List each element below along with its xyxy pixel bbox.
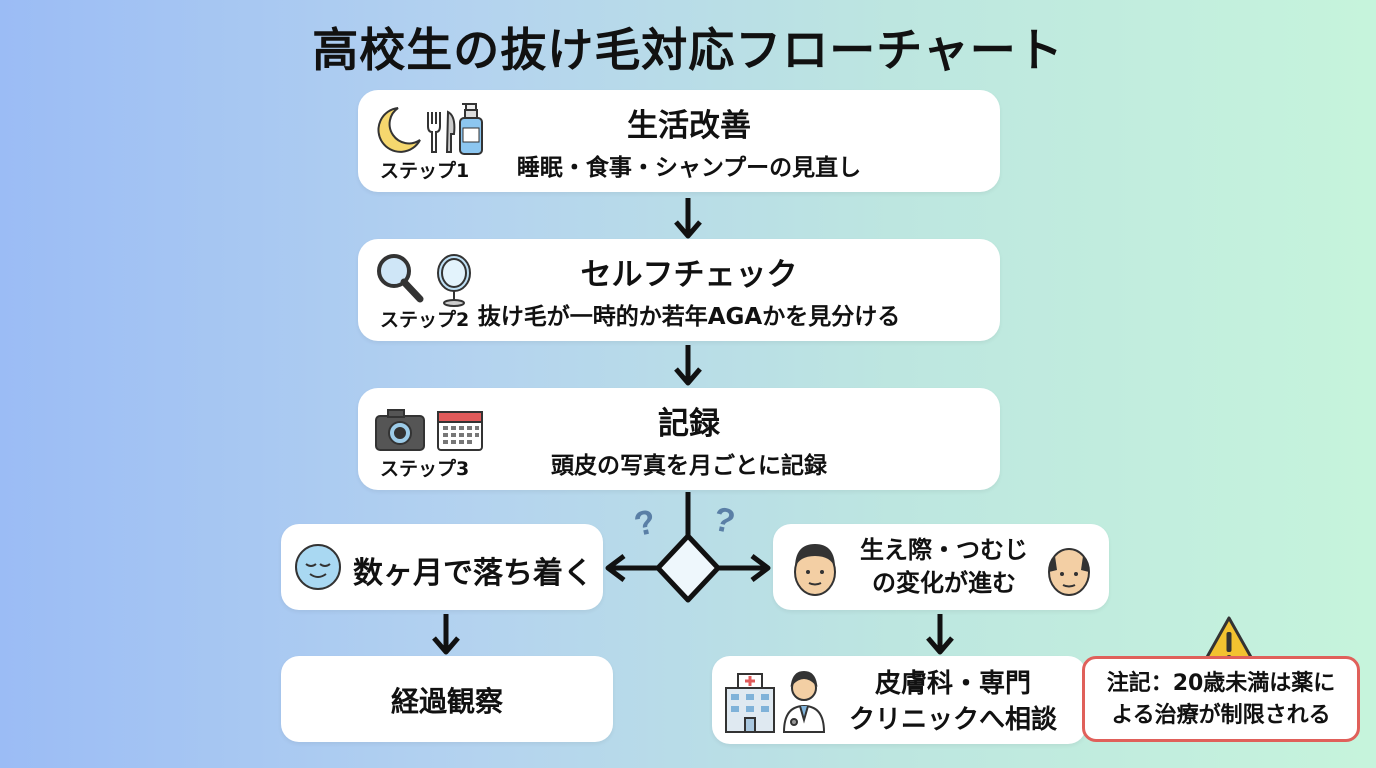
note-box: 注記：20歳未満は薬に よる治療が制限される	[1082, 656, 1360, 742]
man-face-icon	[794, 544, 836, 596]
step-3-subtitle: 頭皮の写真を月ごとに記録	[551, 453, 827, 479]
branch-left-title: 数ヶ月で落ち着く	[353, 556, 593, 591]
branch-right-title: 生え際・つむじ の変化が進む	[849, 534, 1039, 600]
shampoo-bottle-icon	[459, 103, 483, 155]
step-2-box: ステップ2 セルフチェック 抜け毛が一時的か若年AGAかを見分ける	[358, 239, 1000, 341]
result-left-title: 経過観察	[390, 685, 503, 718]
step-3-icons	[375, 409, 483, 451]
arrow-down-right	[926, 614, 954, 655]
result-left-box: 経過観察	[281, 656, 613, 742]
result-right-box: 皮膚科・専門 クリニックへ相談	[712, 656, 1086, 744]
result-right-title: 皮膚科・専門 クリニックへ相談	[828, 666, 1078, 738]
calm-face-icon	[295, 544, 341, 590]
result-right-icons	[725, 670, 826, 733]
arrow-down-1	[674, 198, 702, 239]
branch-right-title-line2: の変化が進む	[872, 569, 1016, 597]
result-right-line1: 皮膚科・専門	[874, 669, 1031, 699]
step-3-tag: ステップ3	[380, 458, 470, 480]
step-3-box: ステップ3 記録 頭皮の写真を月ごとに記録	[358, 388, 1000, 490]
step-1-tag: ステップ1	[380, 160, 470, 182]
result-right-line2: クリニックへ相談	[848, 705, 1057, 735]
step-1-box: ステップ1 生活改善 睡眠・食事・シャンプーの見直し	[358, 90, 1000, 192]
decision-diamond: ? ?	[605, 492, 771, 603]
page-title: 高校生の抜け毛対応フローチャート	[312, 23, 1064, 77]
step-3-title: 記録	[658, 406, 720, 442]
mirror-icon	[437, 254, 471, 307]
hospital-icon	[725, 673, 775, 733]
branch-left-box: 数ヶ月で落ち着く	[281, 524, 603, 610]
arrow-down-left	[432, 614, 460, 655]
svg-text:?: ?	[631, 503, 659, 544]
step-2-title: セルフチェック	[580, 257, 798, 293]
note-line2: よる治療が制限される	[1111, 703, 1331, 728]
step-1-subtitle: 睡眠・食事・シャンプーの見直し	[516, 155, 862, 181]
arrow-down-2	[674, 345, 702, 386]
svg-text:?: ?	[710, 500, 738, 541]
doctor-icon	[782, 670, 826, 733]
step-1-icons	[377, 103, 483, 155]
step-2-tag: ステップ2	[380, 309, 470, 331]
branch-right-box: 生え際・つむじ の変化が進む	[773, 524, 1109, 610]
fork-knife-icon	[427, 110, 456, 153]
moon-icon	[377, 107, 421, 153]
calendar-icon	[437, 411, 483, 451]
camera-icon	[375, 409, 425, 451]
note-line1: 注記：20歳未満は薬に	[1106, 671, 1336, 696]
magnifier-icon	[377, 254, 424, 303]
step-2-icons	[377, 254, 471, 307]
step-2-subtitle: 抜け毛が一時的か若年AGAかを見分ける	[477, 304, 901, 330]
branch-right-title-line1: 生え際・つむじ	[860, 536, 1028, 564]
balding-head-icon	[1048, 548, 1090, 596]
step-1-title: 生活改善	[627, 108, 751, 144]
